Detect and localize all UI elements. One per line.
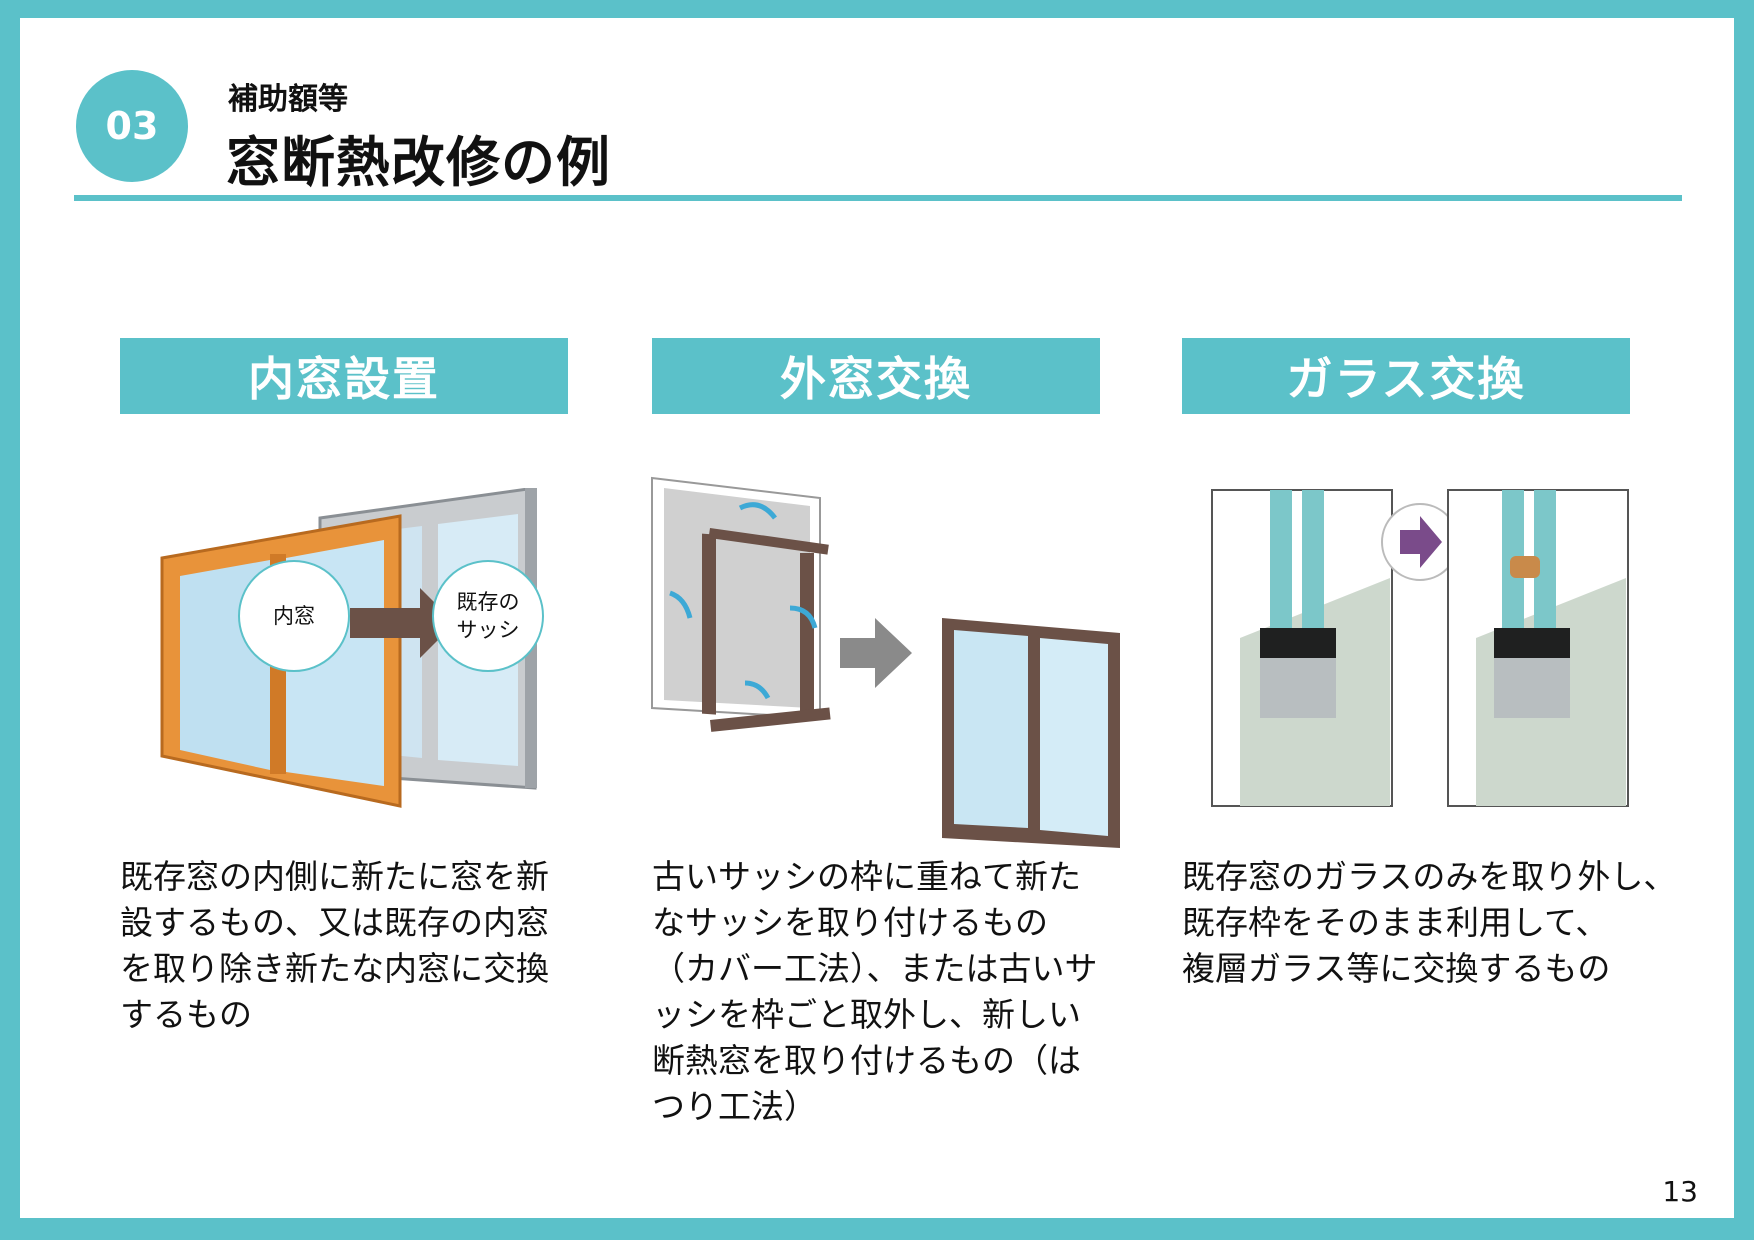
label-existing-line2: サッシ xyxy=(456,618,520,642)
header-divider xyxy=(74,195,1682,201)
heading-inner-window: 内窓設置 xyxy=(120,338,568,414)
description-glass-line1: 既存窓のガラスのみを取り外し、 xyxy=(1182,857,1677,896)
heading-outer-window: 外窓交換 xyxy=(652,338,1100,414)
outer-window-svg xyxy=(651,476,1120,848)
description-glass-line3: 複層ガラス等に交換するもの xyxy=(1182,949,1611,988)
slide-page: 03 補助額等 窓断熱改修の例 内窓設置 内窓 既存の サッシ xyxy=(20,18,1734,1218)
description-glass-line2: 既存枠をそのまま利用して、 xyxy=(1182,903,1609,942)
heading-glass-replacement: ガラス交換 xyxy=(1182,338,1630,414)
inner-window-illustration: 内窓 既存の サッシ xyxy=(120,486,560,818)
description-outer-window: 古いサッシの枠に重ねて新たなサッシを取り付けるもの（カバー工法）、または古いサッ… xyxy=(652,857,1098,1126)
section-number-badge: 03 xyxy=(76,70,188,182)
page-number: 13 xyxy=(1662,1175,1698,1208)
description-inner-window: 既存窓の内側に新たに窓を新設するもの、又は既存の内窓を取り除き新たな内窓に交換す… xyxy=(120,857,549,1034)
glass-replacement-illustration xyxy=(1210,478,1630,818)
label-existing-line1: 既存の xyxy=(456,590,520,614)
page-title: 窓断熱改修の例 xyxy=(226,131,611,194)
label-inner-window-text: 内窓 xyxy=(273,604,315,628)
glass-replacement-svg xyxy=(1211,489,1629,807)
label-existing-sash: 既存の サッシ xyxy=(432,560,544,672)
section-subtitle: 補助額等 xyxy=(228,82,348,117)
description-glass-replacement: 既存窓のガラスのみを取り外し、 既存枠をそのまま利用して、 複層ガラス等に交換す… xyxy=(1182,854,1682,992)
outer-window-illustration xyxy=(650,458,1120,848)
label-inner-window: 内窓 xyxy=(238,560,350,672)
